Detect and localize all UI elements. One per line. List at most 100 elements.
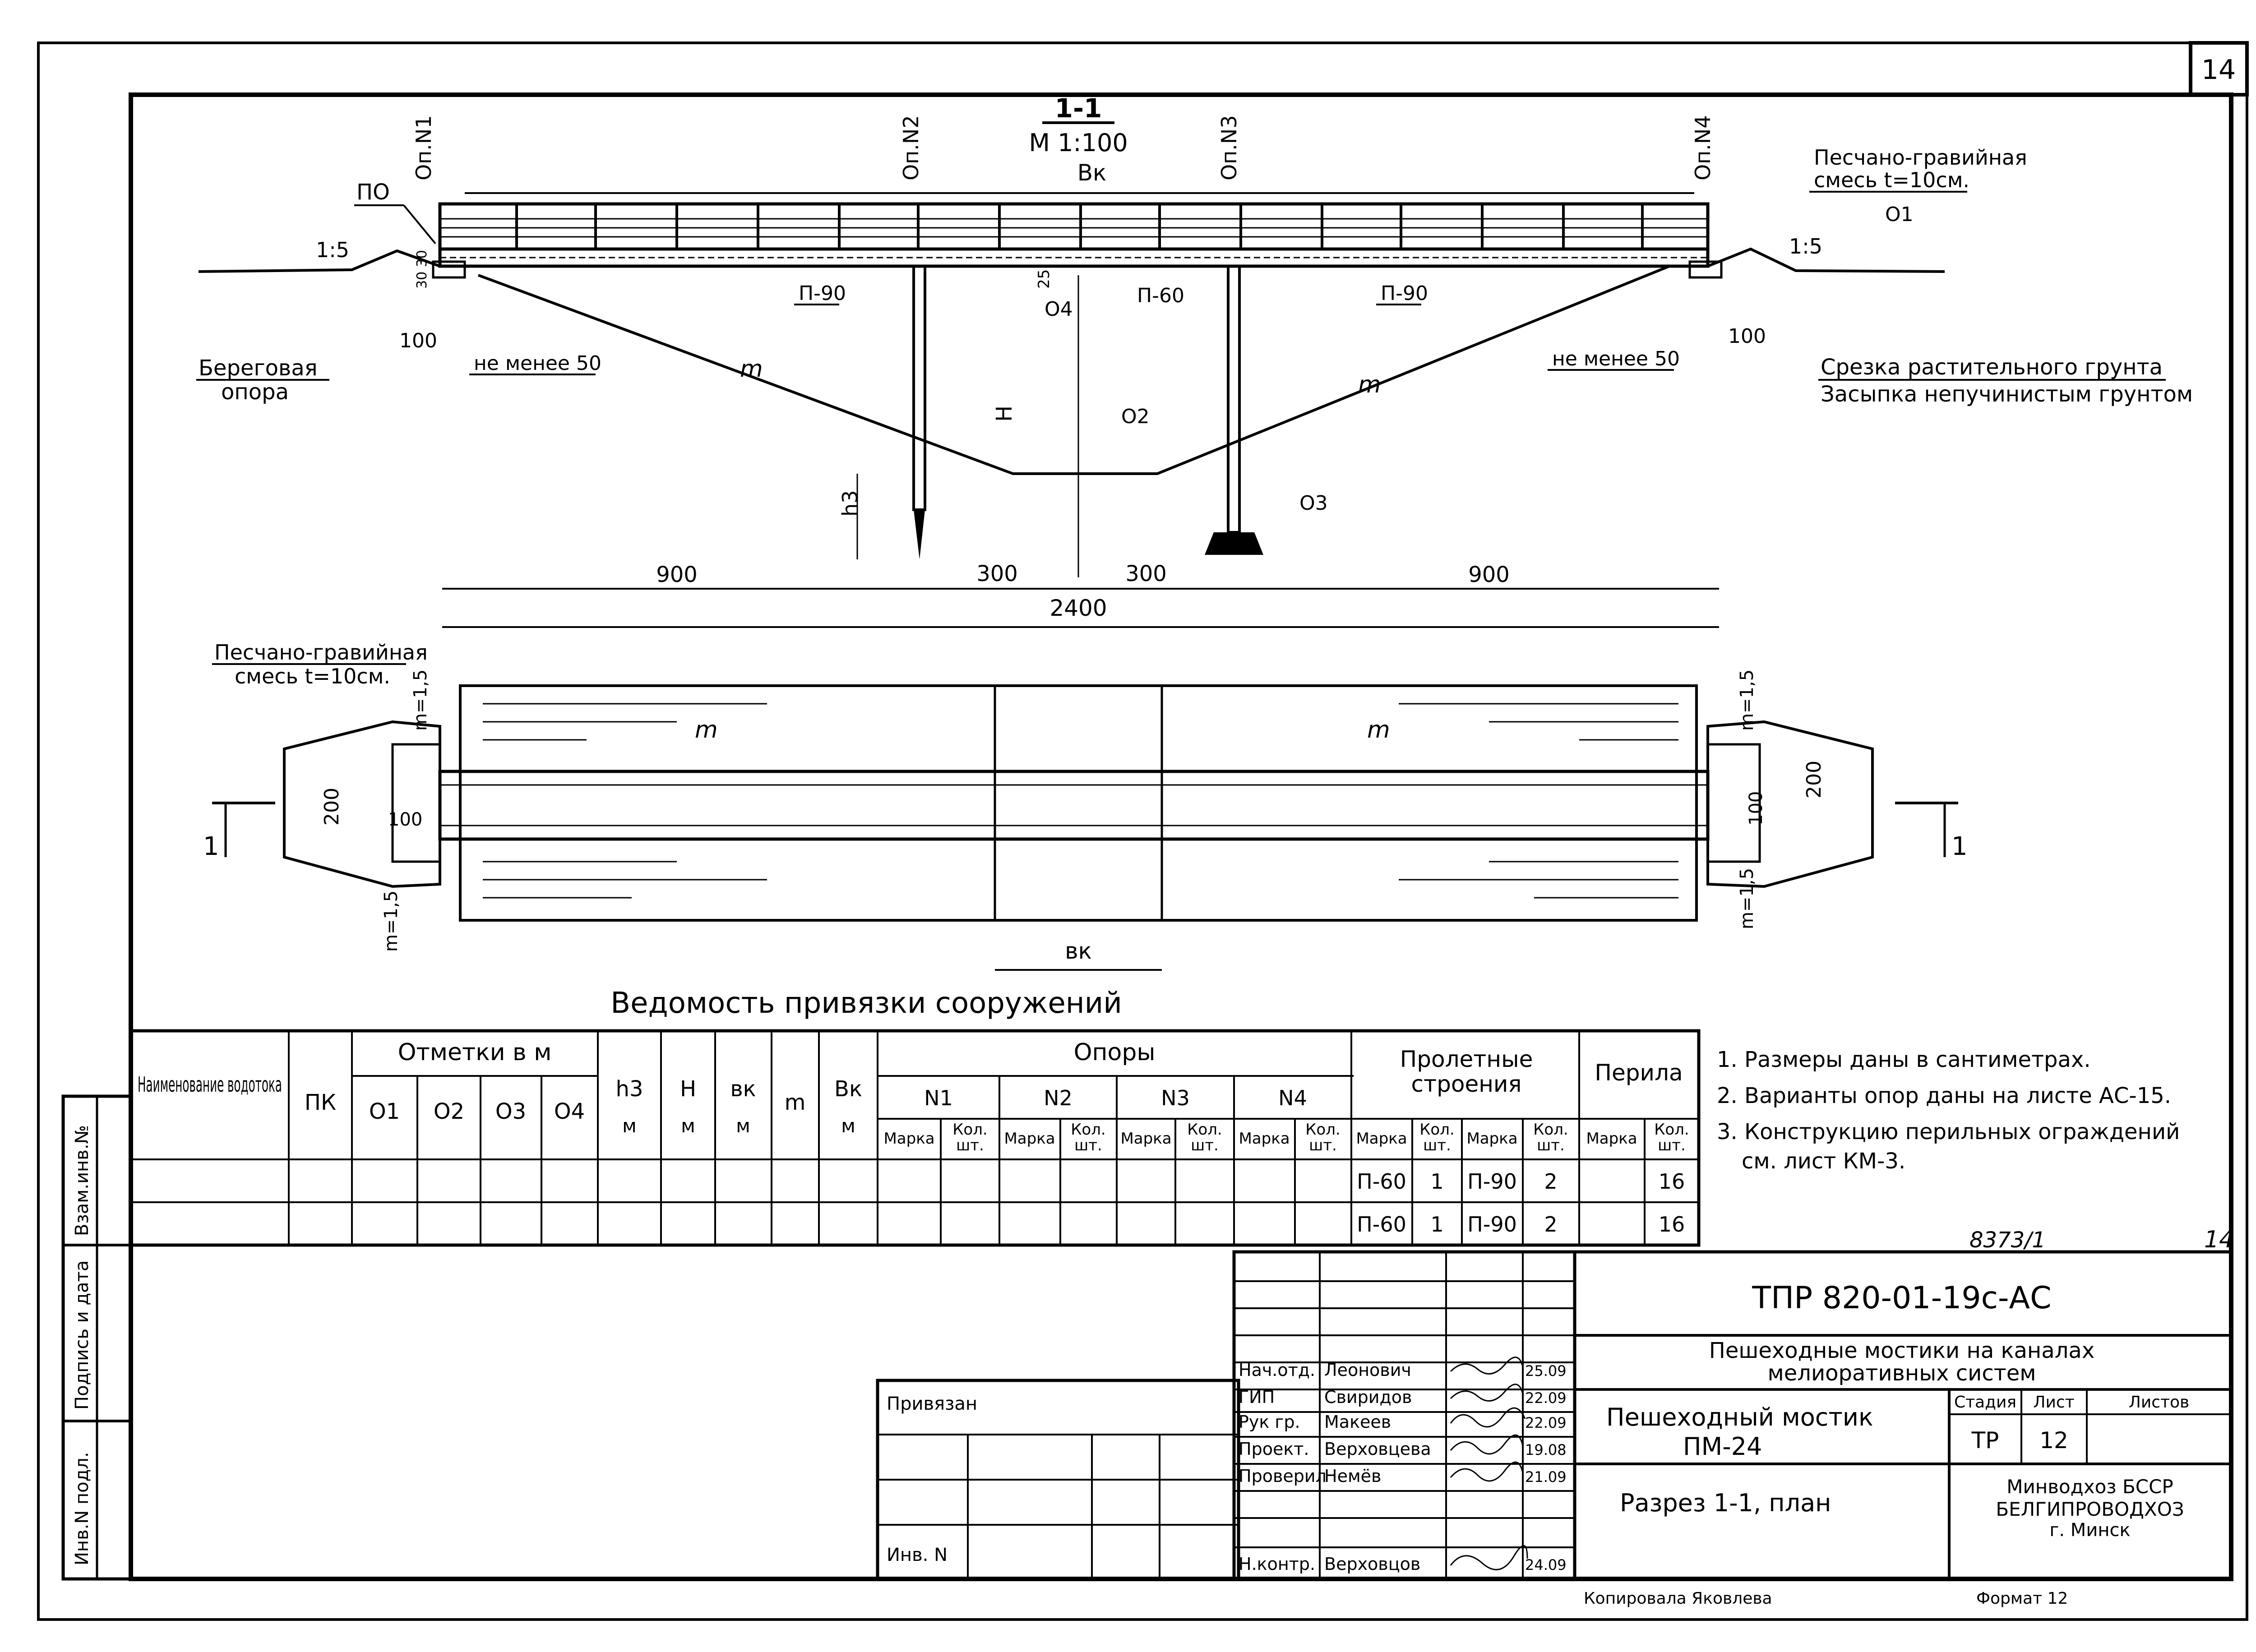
th-marka-6: Марка [1466,1130,1517,1148]
right-bank-ground [1707,247,1945,273]
sig-date-5: 21.09 [1525,1468,1567,1486]
th-spans-1: Пролетные [1400,1046,1533,1072]
th-marka-1: Марка [883,1130,934,1148]
th-kol-1b: шт. [956,1136,984,1154]
plan-sand-1: Песчано-гравийная [214,640,428,664]
sig-name-5: Немёв [1324,1466,1381,1486]
o2-label: О2 [1121,405,1150,428]
plan-bk: вк [1065,938,1092,964]
section-sand-2: смесь t=10см. [1814,168,1969,192]
deck-plan [438,770,1710,841]
note-3: 3. Конструкцию перильных ограждений [1717,1119,2180,1144]
p90-right: П-90 [1381,282,1428,305]
m-left: m [740,355,763,383]
th-kol-7a: Кол. [1654,1121,1689,1139]
p90-left: П-90 [799,282,846,305]
sig-name-2: Свиридов [1324,1387,1412,1407]
support-label-1: Оп.N1 [411,115,436,180]
plan-dim-3: 300 [1125,561,1167,586]
th-marka-5: Марка [1356,1130,1407,1148]
th-bk2: Вк [834,1076,862,1102]
note-1: 1. Размеры даны в сантиметрах. [1717,1047,2091,1072]
sig-date-1: 25.09 [1525,1362,1567,1380]
slope-left: 1:5 [316,238,349,262]
o4-label: О4 [1045,298,1073,321]
binding-table: Ведомость привязки сооружений [129,987,1701,1247]
th-o2: О2 [434,1099,464,1124]
cut-mark-right: 1 [1951,832,1968,861]
left-abutment-plan [283,720,441,888]
cell-r2-span2: П-90 [1467,1212,1517,1237]
dim-100-right: 100 [1728,325,1766,348]
th-o4: О4 [554,1099,585,1124]
th-o1: О1 [369,1099,400,1124]
th-railings: Перила [1595,1060,1683,1086]
pile-n2 [912,265,926,511]
title-object-1: Пешеходный мостик [1606,1403,1873,1431]
th-kol-5a: Кол. [1419,1121,1454,1139]
sig-name-4: Верховцева [1324,1439,1431,1459]
section-bk-label: Bк [1077,160,1107,186]
channel-plan [459,684,1698,922]
cell-r1-span2: П-90 [1467,1169,1517,1194]
support-label-2: Оп.N2 [899,115,923,180]
copied-by: Копировала Яковлева [1584,1589,1772,1608]
sig-role-4: Проект. [1239,1439,1309,1459]
channel-profile [477,265,1670,475]
th-kol-4b: шт. [1309,1136,1337,1154]
sig-role-3: Рук гр. [1239,1412,1300,1432]
title-sheet: 12 [2039,1427,2068,1454]
plan-m-right: m [1367,716,1390,743]
m-right: m [1358,371,1381,398]
side-label-1: Взам.инв.№ [72,1125,92,1236]
notes: 1. Размеры даны в сантиметрах. 2. Вариан… [1717,1047,2180,1174]
th-kol-2a: Кол. [1071,1121,1105,1139]
h3-label: h3 [838,490,862,517]
po-label: ПО [356,180,390,205]
railing [438,202,1710,251]
th-h3: h3 [616,1076,643,1102]
title-sheet-title: Разрез 1-1, план [1620,1489,1831,1517]
title-project-2: мелиоративных систем [1768,1361,2036,1386]
th-marks: Отметки в м [398,1039,552,1066]
title-org-2: БЕЛГИПРОВОДХОЗ [1996,1498,2184,1520]
th-spans-2: строения [1411,1071,1522,1097]
sig-name-3: Макеев [1324,1412,1391,1432]
th-o3: О3 [495,1099,526,1124]
support-label-3: Оп.N3 [1217,115,1241,180]
plan-m15-2: m=1,5 [381,891,402,952]
inv-label: Инв. N [887,1545,948,1565]
title-project-1: Пешеходные мостики на каналах [1709,1338,2094,1363]
plan-m15-3: m=1,5 [1737,669,1757,731]
section-title: 1-1 [1055,93,1102,124]
signature-grid: Нач.отд. Леонович 25.09 ГИП Свиридов 22.… [1232,1250,1576,1581]
p60-label: П-60 [1137,284,1184,307]
sig-date-6: 24.09 [1525,1556,1567,1574]
shore-support-1: Береговая [199,355,318,381]
th-m: m [785,1090,806,1115]
sig-role-5: Проверил [1239,1466,1327,1486]
th-kol-3b: шт. [1191,1136,1219,1154]
cut-mark-left: 1 [203,832,219,861]
sig-role-6: Н.контр. [1239,1554,1315,1574]
title-block: ТПР 820-01-19с-АС Пешеходные мостики на … [1573,1250,2233,1581]
o1-label: О1 [1885,203,1914,226]
note-4: см. лист КМ-3. [1742,1149,1905,1174]
plan-m15-1: m=1,5 [410,669,431,731]
left-bank-ground [198,249,441,273]
th-unit-1: м [622,1115,637,1137]
format-label: Формат 12 [1976,1589,2068,1608]
sig-name-1: Леонович [1324,1360,1411,1380]
th-kol-4a: Кол. [1305,1121,1340,1139]
th-n1: N1 [924,1086,953,1110]
th-kol-6b: шт. [1537,1136,1565,1154]
th-marka-2: Марка [1004,1130,1055,1148]
min50-right: не менее 50 [1552,347,1680,370]
dim-100-left: 100 [399,329,437,352]
plan-m15-4: m=1,5 [1737,868,1757,929]
sig-date-2: 22.09 [1525,1389,1567,1407]
th-pk: ПК [305,1090,336,1115]
cell-r1-qty2: 2 [1544,1169,1557,1194]
plan-100-right: 100 [1746,791,1766,826]
